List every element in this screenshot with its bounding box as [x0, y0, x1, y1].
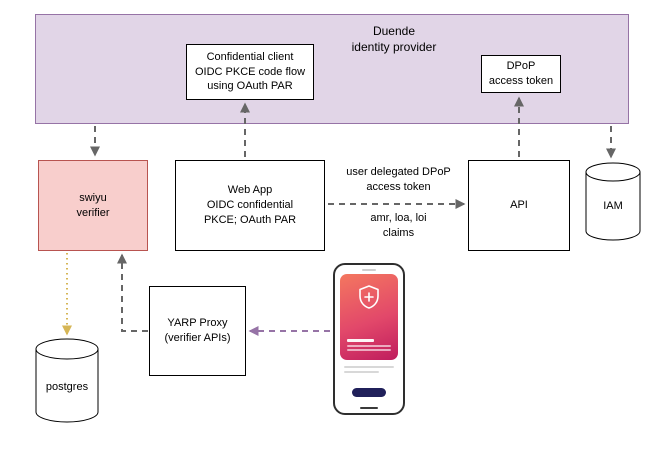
credential-card-text	[347, 339, 391, 353]
card-subtitle-line	[347, 345, 391, 347]
web-app-label: Web App OIDC confidential PKCE; OAuth PA…	[203, 184, 297, 226]
edge-label-user-delegated-dpop: user delegated DPoP access token	[336, 165, 461, 195]
dpop-access-token-label: DPoP access token	[488, 60, 554, 87]
credential-card	[340, 274, 398, 360]
phone-home-indicator	[360, 407, 378, 409]
swiyu-wallet-phone	[333, 263, 405, 415]
card-subtitle-line	[347, 349, 391, 351]
arrow-yarp-proxy-to-swiyu-verifier	[117, 253, 148, 332]
duende-identity-provider-label: Duende identity provider	[351, 24, 437, 55]
node-web-app: Web App OIDC confidential PKCE; OAuth PA…	[175, 160, 325, 251]
confidential-client-label: Confidential client OIDC PKCE code flow …	[194, 50, 306, 93]
node-yarp-proxy: YARP Proxy (verifier APIs)	[149, 286, 246, 376]
shield-cross-icon	[358, 285, 380, 314]
yarp-proxy-label: YARP Proxy (verifier APIs)	[164, 317, 231, 344]
fineprint-line	[344, 371, 379, 373]
node-swiyu-verifier: swiyu verifier	[38, 160, 148, 251]
phone-speaker	[362, 269, 376, 271]
phone-fineprint-text	[344, 366, 394, 376]
postgres-database-label: postgres	[45, 381, 89, 393]
swiyu-verifier-label: swiyu verifier	[76, 191, 110, 219]
iam-database-label: IAM	[603, 200, 623, 212]
node-confidential-client: Confidential client OIDC PKCE code flow …	[186, 44, 314, 100]
node-api: API	[468, 160, 570, 251]
node-dpop-access-token: DPoP access token	[481, 55, 561, 93]
fineprint-line	[344, 366, 394, 368]
api-label: API	[510, 199, 528, 212]
card-title-line	[347, 339, 375, 342]
edge-label-amr-loa-loi-claims: amr, loa, loi claims	[336, 211, 461, 241]
wallet-primary-button	[352, 388, 386, 397]
